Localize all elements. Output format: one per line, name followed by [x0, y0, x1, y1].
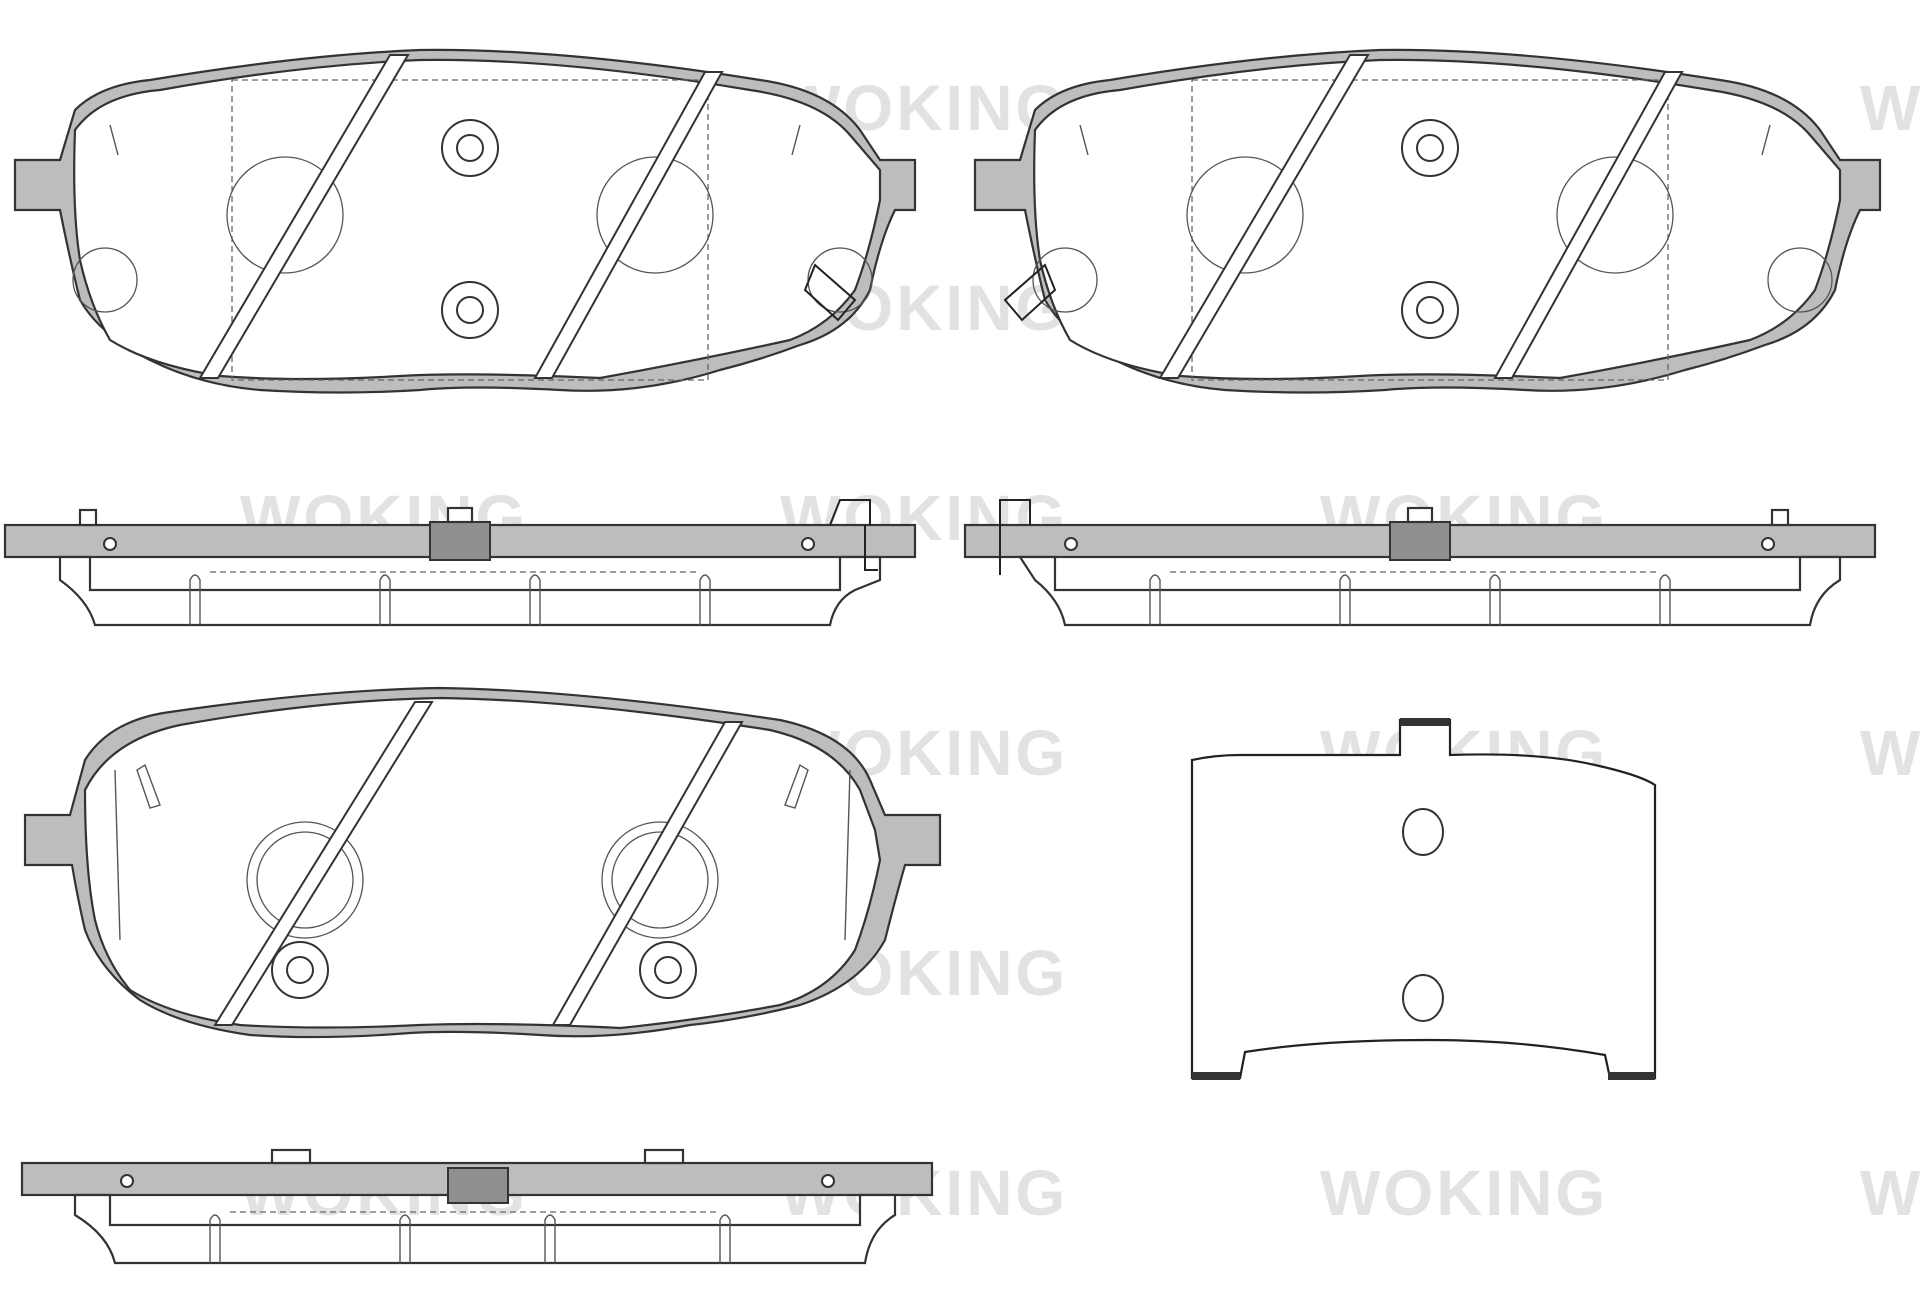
chamfer-mark — [136, 763, 161, 809]
brake-pad-front-view-2 — [973, 48, 1882, 394]
watermark-text: WOKING — [1860, 717, 1920, 789]
diagonal-slot — [213, 701, 434, 1026]
friction-material-side — [73, 1193, 897, 1265]
piston-circle-outline — [596, 156, 714, 274]
top-tab — [446, 506, 474, 524]
piston-circle-outline-inner — [256, 831, 354, 929]
wear-indicator-clip — [803, 263, 857, 322]
diagonal-slot — [533, 71, 724, 379]
friction-material-side — [1017, 555, 1842, 627]
mounting-hole-inner — [456, 296, 484, 324]
friction-material — [83, 696, 882, 1030]
diagonal-slot — [551, 721, 744, 1026]
chamfer-mark — [1761, 124, 1771, 156]
slot-mark — [189, 574, 201, 625]
wear-indicator-clip — [1003, 263, 1057, 322]
rivet-hole — [120, 1174, 134, 1188]
watermark-text: WOKING — [1860, 72, 1920, 144]
wear-indicator-side — [829, 499, 871, 526]
wear-indicator-side — [999, 499, 1031, 575]
brake-pad-front-view-1 — [13, 48, 917, 394]
mounting-hole-inner — [1416, 134, 1444, 162]
shim-foot-right — [1608, 1072, 1655, 1080]
center-tab — [447, 1167, 509, 1204]
brake-pad-front-view-3 — [23, 686, 942, 1039]
piston-circle-outline-inner — [611, 831, 709, 929]
shim-hole — [1402, 808, 1444, 856]
piston-circle-outline — [226, 156, 344, 274]
rivet-hole — [1064, 537, 1078, 551]
sensor-wire — [864, 525, 878, 571]
chamfer-mark — [1079, 124, 1089, 156]
top-tab — [270, 1148, 312, 1165]
watermark-text: WOKING — [1320, 1157, 1608, 1229]
corner-circle-outline — [1032, 247, 1098, 313]
slot-mark — [209, 1214, 221, 1263]
shim-hole — [1402, 974, 1444, 1022]
rivet-hole — [1761, 537, 1775, 551]
mounting-hole-inner — [286, 956, 314, 984]
slot-mark — [1149, 574, 1161, 625]
top-tab — [1406, 506, 1434, 524]
rivet-hole — [821, 1174, 835, 1188]
mounting-hole-inner — [456, 134, 484, 162]
diagonal-slot — [1493, 71, 1684, 379]
piston-circle-outline — [601, 821, 719, 939]
rivet-hole — [801, 537, 815, 551]
shim-tab-top — [1400, 718, 1450, 726]
slot-mark — [1489, 574, 1501, 625]
chamfer-mark — [109, 124, 119, 156]
pad-inner-dashed-outline — [1191, 79, 1669, 381]
brake-pad-side-view-2 — [963, 499, 1877, 627]
edge-line — [844, 769, 851, 941]
top-tab — [643, 1148, 685, 1165]
piston-circle-outline — [246, 821, 364, 939]
center-tab — [1389, 521, 1451, 561]
slot-mark — [399, 1214, 411, 1263]
slot-mark — [1659, 574, 1671, 625]
slot-mark — [699, 574, 711, 625]
piston-circle-outline — [1556, 156, 1674, 274]
diagonal-slot — [198, 54, 410, 379]
anti-squeal-shim — [1190, 718, 1657, 1080]
brake-pad-side-view-1 — [3, 499, 917, 627]
diagonal-slot — [1158, 54, 1370, 379]
center-tab — [429, 521, 491, 561]
mounting-hole-inner — [1416, 296, 1444, 324]
piston-circle-outline — [1186, 156, 1304, 274]
shim-foot-left — [1192, 1072, 1240, 1080]
chamfer-mark — [784, 763, 809, 809]
side-lug — [1770, 508, 1790, 527]
slot-mark — [379, 574, 391, 625]
slot-mark — [719, 1214, 731, 1263]
side-lug — [78, 508, 98, 527]
corner-circle-outline — [1767, 247, 1833, 313]
slot-mark — [529, 574, 541, 625]
chamfer-mark — [791, 124, 801, 156]
mounting-hole-inner — [654, 956, 682, 984]
rivet-hole — [103, 537, 117, 551]
corner-circle-outline — [72, 247, 138, 313]
slot-mark — [1339, 574, 1351, 625]
edge-line — [114, 769, 121, 941]
friction-material-side — [58, 555, 882, 627]
watermark-text: WOKING — [1860, 1157, 1920, 1229]
pad-inner-dashed-outline — [231, 79, 709, 381]
shim-outline — [1190, 718, 1657, 1080]
slot-mark — [544, 1214, 556, 1263]
brake-pad-side-view-3 — [20, 1148, 934, 1265]
